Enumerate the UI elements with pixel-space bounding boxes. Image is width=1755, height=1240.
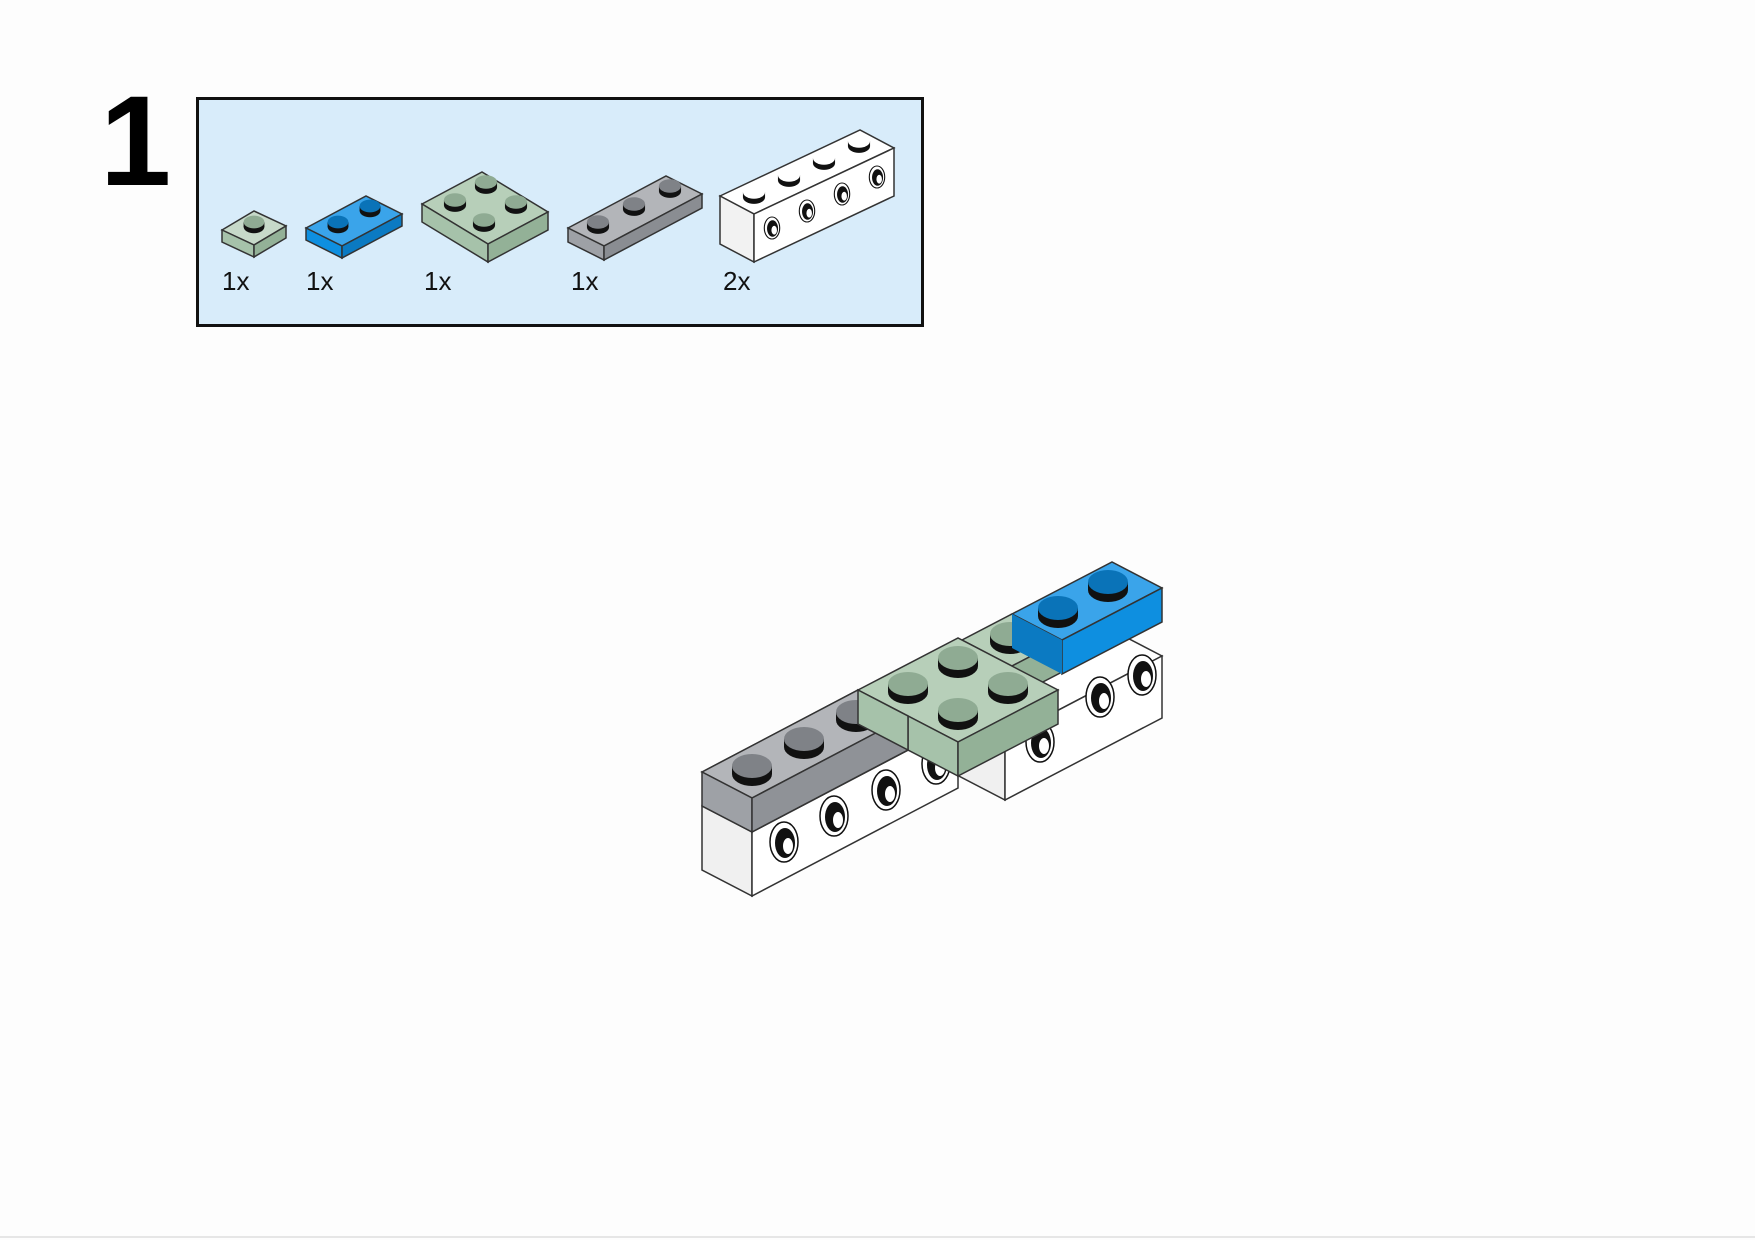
- part-quantity-plate-1x3: 1x: [571, 266, 599, 296]
- part-icon-plate-2x2: [420, 171, 550, 264]
- part-quantity-technic-brick: 2x: [723, 266, 751, 296]
- part-quantity-plate-2x2: 1x: [424, 266, 452, 296]
- part-quantity-plate-1x2: 1x: [306, 266, 334, 296]
- step-number: 1: [100, 70, 172, 213]
- part-quantity-plate-1x1: 1x: [222, 266, 250, 296]
- part-icon-technic-brick: [718, 129, 896, 264]
- part-icon-plate-1x2: [304, 195, 404, 260]
- part-icon-plate-1x3: [566, 175, 704, 262]
- part-icon-plate-1x1: [220, 210, 288, 259]
- assembly-model: [700, 561, 1164, 898]
- page-footer-divider: [0, 1236, 1755, 1238]
